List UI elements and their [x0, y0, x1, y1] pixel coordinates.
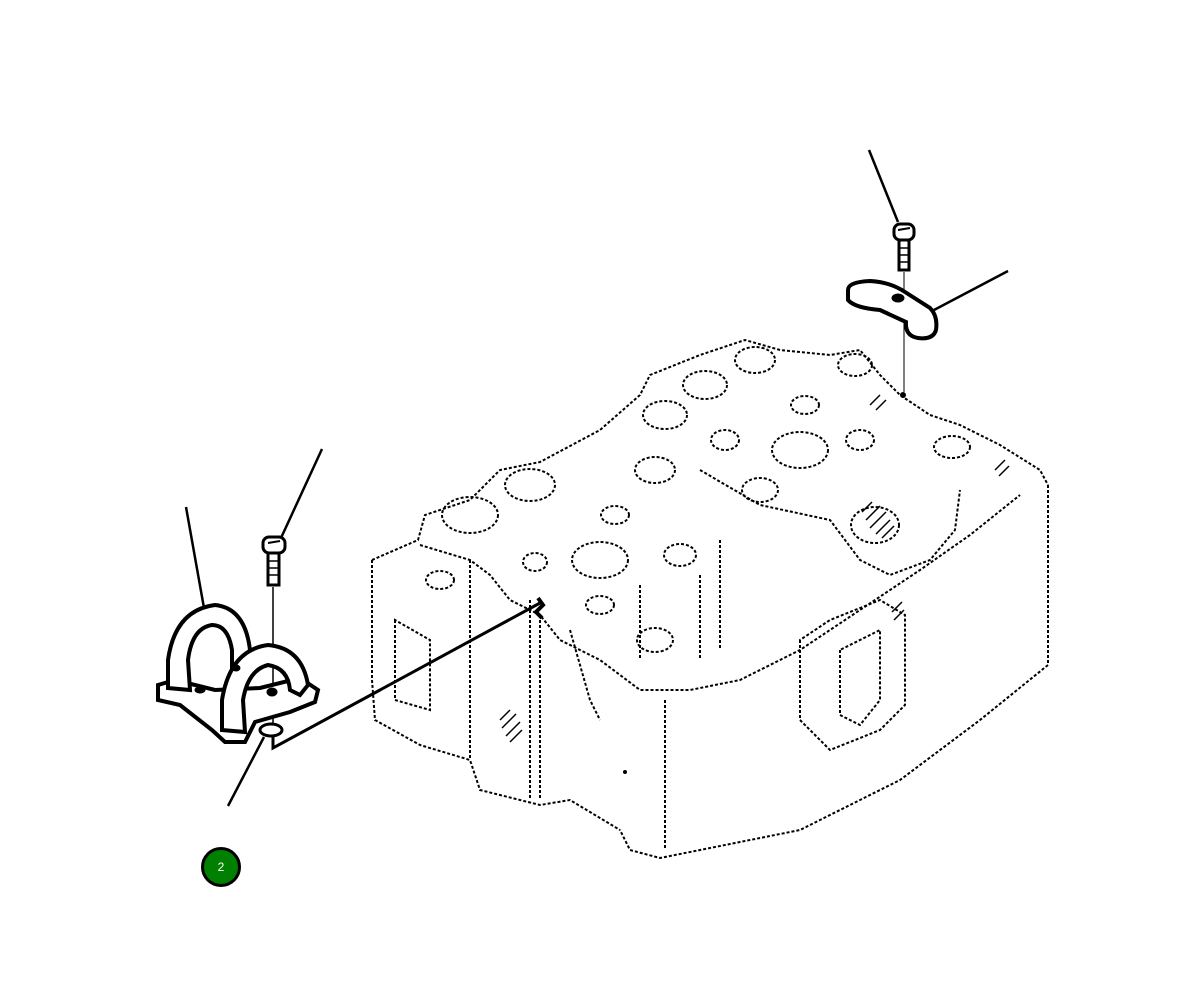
- callout-label: 2: [217, 860, 225, 874]
- cylinder-head: [371, 338, 1049, 860]
- front-bolt: [261, 535, 287, 587]
- front-bolt-hole: [533, 596, 546, 620]
- rear-bolt: [892, 222, 916, 272]
- hatching: [499, 394, 1010, 743]
- rear-bolt-hole: [900, 392, 906, 398]
- callout-badge[interactable]: 2: [201, 847, 241, 887]
- front-bracket-assembly: [156, 448, 541, 807]
- rear-bracket-assembly: [846, 149, 1009, 392]
- washer: [258, 722, 284, 738]
